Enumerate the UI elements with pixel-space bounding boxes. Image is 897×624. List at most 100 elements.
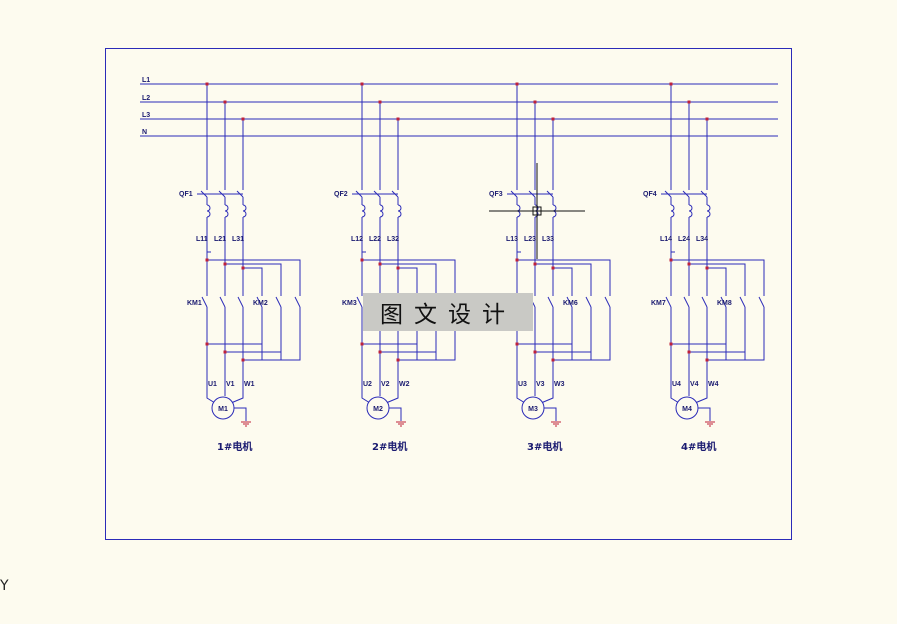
terminal-label: U4	[672, 381, 681, 388]
contactor-blade	[256, 296, 263, 308]
motor-label: M2	[373, 406, 383, 413]
junction-dot	[205, 342, 209, 346]
junction-dot	[515, 258, 519, 262]
junction-dot	[533, 350, 537, 354]
contactor-blade	[739, 296, 746, 308]
junction-dot	[378, 262, 382, 266]
crosshair-cursor[interactable]	[489, 163, 585, 259]
junction-dot	[360, 342, 364, 346]
breaker-label: QF3	[489, 191, 503, 198]
contactor-label: KM3	[342, 300, 357, 307]
breaker-label: QF1	[179, 191, 193, 198]
motor-caption: 1#电机	[217, 440, 252, 453]
motor-lead	[361, 370, 371, 404]
return-wire	[517, 307, 573, 345]
inductor-label: L22	[369, 236, 381, 243]
inductor-coil	[688, 204, 693, 218]
contactor-blade	[237, 296, 244, 308]
contactor-label: KM1	[187, 300, 202, 307]
terminal-label: U3	[518, 381, 527, 388]
motor-circuit-2: QF2L12L22L32KM3KM4U2V2W2M22#电机	[334, 82, 456, 453]
reverse-feed-wire	[689, 263, 746, 296]
junction-dot	[360, 258, 364, 262]
contactor-blade	[665, 296, 672, 308]
motor-caption: 4#电机	[681, 440, 716, 453]
contactor-blade	[604, 296, 611, 308]
junction-dot	[687, 350, 691, 354]
return-wire	[225, 307, 282, 353]
return-wire	[689, 307, 746, 353]
junction-dot	[533, 100, 537, 104]
reverse-feed-wire	[707, 267, 727, 296]
return-wire	[707, 307, 765, 361]
watermark-banner: 图文设计	[363, 293, 533, 331]
inductor-coil	[361, 204, 366, 218]
junction-dot	[669, 342, 673, 346]
bus-label-l3: L3	[142, 112, 150, 119]
terminal-label: U2	[363, 381, 372, 388]
motor-lead	[540, 370, 554, 404]
inductor-label: L33	[542, 236, 554, 243]
inductor-coil	[224, 204, 229, 218]
return-wire	[243, 307, 301, 361]
reverse-feed-wire	[553, 267, 573, 296]
motor-lead	[206, 370, 216, 404]
contactor-blade	[294, 296, 301, 308]
junction-dot	[378, 350, 382, 354]
contactor-blade	[566, 296, 573, 308]
inductor-label: L32	[387, 236, 399, 243]
contactor-blade	[275, 296, 282, 308]
return-wire	[535, 307, 592, 353]
terminal-label: W3	[554, 381, 565, 388]
inductor-label: L24	[678, 236, 690, 243]
reverse-feed-wire	[671, 259, 765, 296]
junction-dot	[378, 100, 382, 104]
motor-label: M3	[528, 406, 538, 413]
motor-caption: 3#电机	[527, 440, 562, 453]
junction-dot	[515, 342, 519, 346]
junction-dot	[205, 82, 209, 86]
reverse-feed-wire	[207, 259, 301, 296]
contactor-blade	[356, 296, 363, 308]
contactor-blade	[683, 296, 690, 308]
reverse-feed-wire	[380, 263, 437, 296]
motor-lead	[694, 370, 708, 404]
terminal-label: V3	[536, 381, 545, 388]
ground-lead	[698, 407, 711, 421]
motor-circuit-3: QF3L13L23L33KM5KM6U3V3W3M33#电机	[489, 82, 611, 453]
contactor-blade	[701, 296, 708, 308]
terminal-label: W1	[244, 381, 255, 388]
reverse-feed-wire	[517, 259, 611, 296]
reverse-feed-wire	[398, 267, 418, 296]
contactor-blade	[547, 296, 554, 308]
terminal-label: V1	[226, 381, 235, 388]
terminal-label: V2	[381, 381, 390, 388]
inductor-label: L23	[524, 236, 536, 243]
contactor-blade	[201, 296, 208, 308]
junction-dot	[515, 82, 519, 86]
contactor-label: KM6	[563, 300, 578, 307]
inductor-label: L11	[196, 236, 208, 243]
junction-dot	[669, 82, 673, 86]
junction-dot	[223, 350, 227, 354]
junction-dot	[669, 258, 673, 262]
contactor-label: KM2	[253, 300, 268, 307]
ground-lead	[234, 407, 247, 421]
motor-lead	[670, 370, 680, 404]
contactor-label: KM8	[717, 300, 732, 307]
inductor-label: L21	[214, 236, 226, 243]
return-wire	[671, 307, 727, 345]
junction-dot	[551, 117, 555, 121]
bus-label-l1: L1	[142, 77, 150, 84]
junction-dot	[687, 100, 691, 104]
terminal-label: U1	[208, 381, 217, 388]
inductor-coil	[706, 204, 711, 218]
inductor-coil	[379, 204, 384, 218]
inductor-label: L13	[506, 236, 518, 243]
return-wire	[553, 307, 611, 361]
breaker-label: QF4	[643, 191, 657, 198]
drawing-frame	[105, 48, 792, 540]
